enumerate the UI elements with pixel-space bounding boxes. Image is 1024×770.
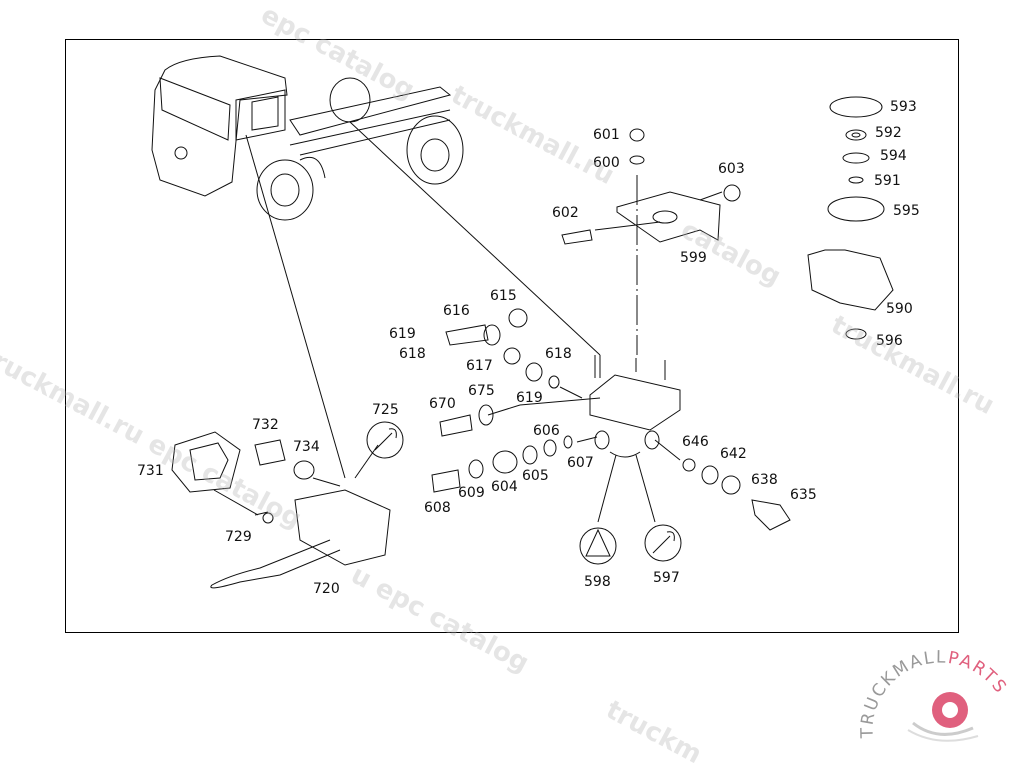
valve-590 — [807, 249, 894, 311]
wrench-symbol-597 — [644, 524, 682, 562]
logo-text-truckmall: TRUCKMALL — [858, 648, 948, 739]
part-label[interactable]: 599 — [680, 250, 707, 266]
part-label[interactable]: 642 — [720, 446, 747, 462]
lever-housing-720 — [294, 489, 391, 566]
part-label[interactable]: 605 — [522, 468, 549, 484]
part-label[interactable]: 619 — [516, 390, 543, 406]
part-label[interactable]: 608 — [424, 500, 451, 516]
part-label[interactable]: 594 — [880, 148, 907, 164]
truck-illustration — [151, 55, 464, 221]
diagram-frame — [65, 39, 959, 633]
part-label[interactable]: 596 — [876, 333, 903, 349]
part-label[interactable]: 646 — [682, 434, 709, 450]
part-label[interactable]: 618 — [399, 346, 426, 362]
part-label[interactable]: 591 — [874, 173, 901, 189]
part-label[interactable]: 601 — [593, 127, 620, 143]
part-label[interactable]: 598 — [584, 574, 611, 590]
part-label[interactable]: 635 — [790, 487, 817, 503]
part-label[interactable]: 597 — [653, 570, 680, 586]
part-label[interactable]: 619 — [389, 326, 416, 342]
parts-diagram — [151, 55, 894, 589]
part-label[interactable]: 731 — [137, 463, 164, 479]
part-label[interactable]: 675 — [468, 383, 495, 399]
part-label[interactable]: 729 — [225, 529, 252, 545]
part-label[interactable]: 670 — [429, 396, 456, 412]
part-label[interactable]: 590 — [886, 301, 913, 317]
part-label[interactable]: 606 — [533, 423, 560, 439]
part-label[interactable]: 609 — [458, 485, 485, 501]
part-label[interactable]: 720 — [313, 581, 340, 597]
logo-text-parts: PARTS — [947, 648, 1011, 698]
part-label[interactable]: 592 — [875, 125, 902, 141]
part-label[interactable]: 603 — [718, 161, 745, 177]
part-label[interactable]: 593 — [890, 99, 917, 115]
part-label[interactable]: 607 — [567, 455, 594, 471]
gear-icon — [907, 692, 979, 742]
part-label[interactable]: 615 — [490, 288, 517, 304]
part-label[interactable]: 595 — [893, 203, 920, 219]
bracket-599 — [616, 191, 721, 243]
part-label[interactable]: 734 — [293, 439, 320, 455]
part-label[interactable]: 616 — [443, 303, 470, 319]
brake-valve — [589, 355, 681, 458]
part-label[interactable]: 604 — [491, 479, 518, 495]
wrench-symbol-725 — [366, 421, 404, 459]
part-label[interactable]: 732 — [252, 417, 279, 433]
truckmall-parts-logo: TRUCKMALLPARTS — [857, 648, 1018, 748]
leader-lines — [213, 121, 723, 523]
torque-symbol-598 — [579, 527, 617, 565]
svg-text:TRUCKMALLPARTS: TRUCKMALLPARTS — [858, 648, 1011, 739]
part-label[interactable]: 618 — [545, 346, 572, 362]
part-label[interactable]: 602 — [552, 205, 579, 221]
part-label[interactable]: 600 — [593, 155, 620, 171]
seal-ring-593 — [829, 96, 883, 118]
part-label[interactable]: 638 — [751, 472, 778, 488]
part-label[interactable]: 617 — [466, 358, 493, 374]
part-label[interactable]: 725 — [372, 402, 399, 418]
gasket-731 — [171, 431, 241, 493]
